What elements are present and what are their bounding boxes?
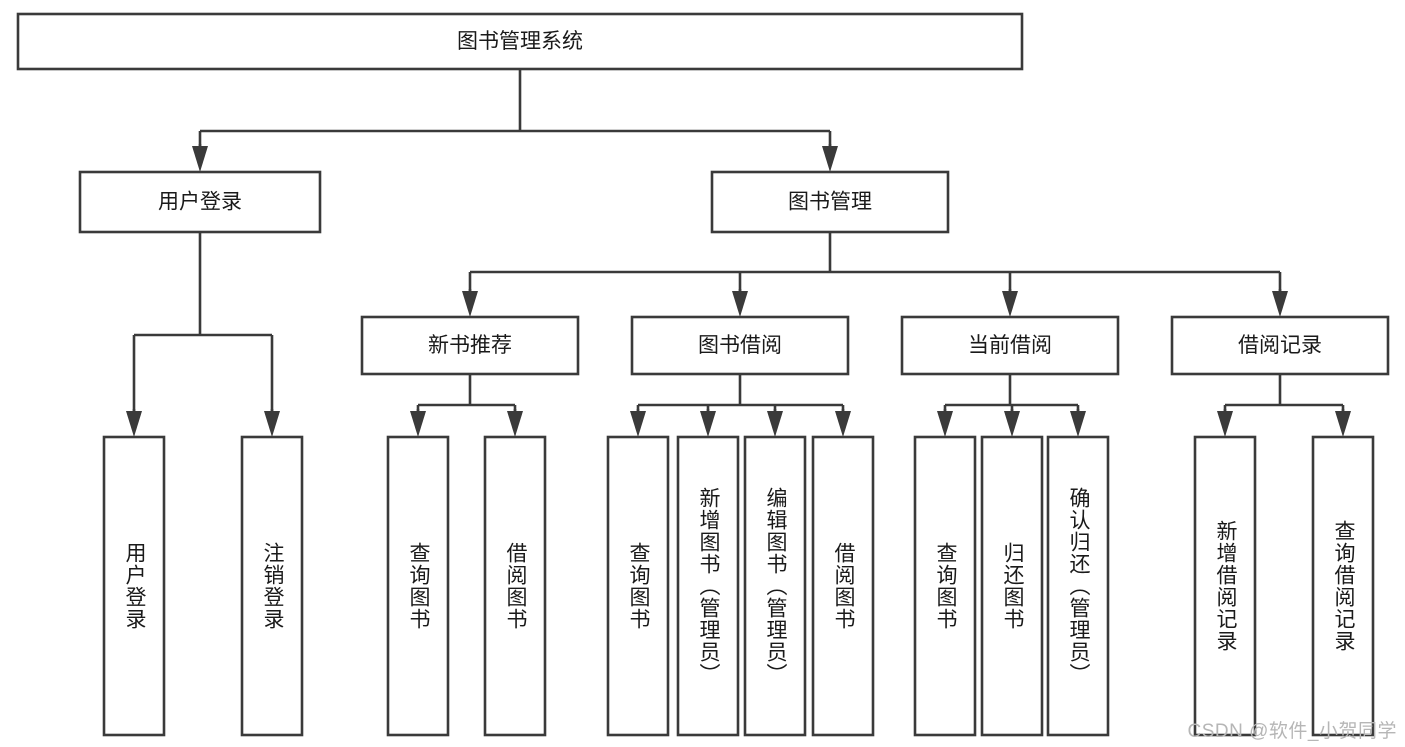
level3-node-0[interactable]	[360, 315, 580, 376]
leaf-node-rect	[606, 435, 670, 737]
root-node-rect	[16, 12, 1024, 71]
root-node-label: 图书管理系统	[457, 30, 583, 53]
books-branch-0-head	[462, 291, 478, 317]
login-branch-0-head	[126, 411, 142, 437]
leaf-node-2[interactable]	[386, 435, 450, 737]
leaf-node-5[interactable]	[676, 435, 740, 737]
level2-node-rect	[710, 170, 950, 234]
connector-layer	[126, 69, 1351, 437]
level2-node-1[interactable]	[710, 170, 950, 234]
leaf-node-rect	[1193, 435, 1257, 737]
leaf-node-6[interactable]	[743, 435, 807, 737]
leaf-node-8[interactable]	[913, 435, 977, 737]
leaf-node-rect	[386, 435, 450, 737]
group-2-branch-0-head	[937, 411, 953, 437]
level3-node-1[interactable]	[630, 315, 850, 376]
level3-node-label-3: 借阅记录	[1238, 334, 1322, 357]
leaf-node-1[interactable]	[240, 435, 304, 737]
level3-node-rect	[900, 315, 1120, 376]
group-1-branch-0-head	[630, 411, 646, 437]
leaf-node-rect	[743, 435, 807, 737]
root-branch-0-head	[192, 146, 208, 172]
leaf-node-rect	[913, 435, 977, 737]
leaf-node-rect	[676, 435, 740, 737]
leaf-node-rect	[980, 435, 1044, 737]
box-layer	[16, 12, 1390, 737]
group-1-branch-3-head	[835, 411, 851, 437]
books-branch-2-head	[1002, 291, 1018, 317]
level2-node-0[interactable]	[78, 170, 322, 234]
level3-node-label-0: 新书推荐	[428, 334, 512, 357]
group-0-branch-1-head	[507, 411, 523, 437]
group-1-branch-2-head	[767, 411, 783, 437]
root-branch-1-head	[822, 146, 838, 172]
level3-node-rect	[1170, 315, 1390, 376]
level2-node-label-1: 图书管理	[788, 191, 872, 214]
group-1-branch-1-head	[700, 411, 716, 437]
leaf-node-rect	[1311, 435, 1375, 737]
group-3-branch-0-head	[1217, 411, 1233, 437]
leaf-node-7[interactable]	[811, 435, 875, 737]
leaf-node-rect	[102, 435, 166, 737]
level3-node-rect	[630, 315, 850, 376]
group-3-branch-1-head	[1335, 411, 1351, 437]
group-0-branch-0-head	[410, 411, 426, 437]
leaf-node-0[interactable]	[102, 435, 166, 737]
login-branch-1-head	[264, 411, 280, 437]
leaf-node-rect	[1046, 435, 1110, 737]
leaf-node-9[interactable]	[980, 435, 1044, 737]
level3-node-2[interactable]	[900, 315, 1120, 376]
leaf-node-3[interactable]	[483, 435, 547, 737]
level2-node-rect	[78, 170, 322, 234]
leaf-node-rect	[483, 435, 547, 737]
watermark: CSDN @软件_小贺同学	[1187, 721, 1397, 742]
level3-node-label-2: 当前借阅	[968, 334, 1052, 357]
books-branch-1-head	[732, 291, 748, 317]
leaf-node-11[interactable]	[1193, 435, 1257, 737]
leaf-node-4[interactable]	[606, 435, 670, 737]
group-2-branch-2-head	[1070, 411, 1086, 437]
level3-node-label-1: 图书借阅	[698, 334, 782, 357]
level3-node-3[interactable]	[1170, 315, 1390, 376]
level2-node-label-0: 用户登录	[158, 191, 242, 214]
leaf-node-rect	[240, 435, 304, 737]
leaf-node-10[interactable]	[1046, 435, 1110, 737]
group-2-branch-1-head	[1004, 411, 1020, 437]
leaf-node-12[interactable]	[1311, 435, 1375, 737]
root-node[interactable]	[16, 12, 1024, 71]
leaf-node-rect	[811, 435, 875, 737]
books-branch-3-head	[1272, 291, 1288, 317]
level3-node-rect	[360, 315, 580, 376]
